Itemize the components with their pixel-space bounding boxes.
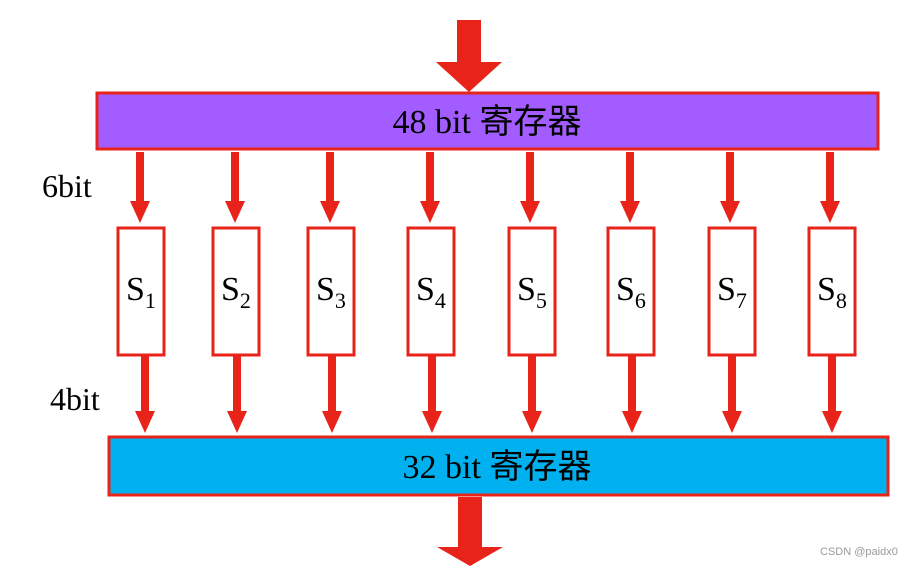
sbox-box (211, 226, 261, 357)
sbox-input-arrow (820, 152, 840, 223)
sbox-label: S6 (616, 271, 646, 313)
input-arrow (436, 20, 502, 92)
sbox-label: S7 (717, 271, 747, 313)
sbox-index: 7 (736, 288, 747, 313)
sbox-box (606, 226, 656, 357)
sbox-4: S4 (406, 226, 456, 357)
sbox-index: 4 (435, 288, 446, 313)
sbox-box (306, 226, 356, 357)
sbox-output-arrow (622, 356, 642, 433)
register-48bit: 48 bit 寄存器 (95, 91, 880, 151)
output-width-label: 4bit (50, 381, 100, 417)
sbox-letter: S (126, 271, 145, 308)
sbox-output-arrow (422, 356, 442, 433)
sbox-7: S7 (707, 226, 757, 357)
watermark: CSDN @paidx0 (820, 546, 898, 558)
sbox-box (507, 226, 557, 357)
register-48bit-label: 48 bit 寄存器 (393, 103, 582, 141)
sbox-5: S5 (507, 226, 557, 357)
sbox-output-arrow (322, 356, 342, 433)
sbox-letter: S (416, 271, 435, 308)
sbox-output-arrow (522, 356, 542, 433)
sbox-label: S8 (817, 271, 847, 313)
sbox-3: S3 (306, 226, 356, 357)
sbox-8: S8 (807, 226, 857, 357)
sbox-input-arrow (225, 152, 245, 223)
sbox-input-arrow (520, 152, 540, 223)
sbox-label: S1 (126, 271, 156, 313)
sbox-index: 6 (635, 288, 646, 313)
sbox-letter: S (316, 271, 335, 308)
sbox-index: 2 (240, 288, 251, 313)
sbox-box (116, 226, 166, 357)
sbox-input-arrow (620, 152, 640, 223)
sbox-index: 1 (145, 288, 156, 313)
sbox-box (807, 226, 857, 357)
sbox-label: S5 (517, 271, 547, 313)
sbox-input-arrow (320, 152, 340, 223)
sbox-input-arrow (130, 152, 150, 223)
sbox-output-arrow (135, 356, 155, 433)
sbox-output-arrow (822, 356, 842, 433)
sbox-2: S2 (211, 226, 261, 357)
sbox-label: S3 (316, 271, 346, 313)
sbox-label: S4 (416, 271, 446, 313)
sbox-letter: S (517, 271, 536, 308)
sbox-input-arrows (130, 152, 840, 223)
sbox-input-arrow (720, 152, 740, 223)
sbox-index: 3 (335, 288, 346, 313)
sbox-output-arrows (135, 356, 842, 433)
sbox-input-arrow (420, 152, 440, 223)
register-32bit-label: 32 bit 寄存器 (403, 448, 592, 486)
sbox-output-arrow (722, 356, 742, 433)
sbox-letter: S (717, 271, 736, 308)
sbox-1: S1 (116, 226, 166, 357)
sbox-6: S6 (606, 226, 656, 357)
sbox-box (707, 226, 757, 357)
input-width-label: 6bit (42, 168, 92, 204)
sbox-output-arrow (227, 356, 247, 433)
sbox-index: 8 (836, 288, 847, 313)
output-arrow (437, 497, 503, 566)
register-32bit: 32 bit 寄存器 (107, 435, 890, 497)
sbox-index: 5 (536, 288, 547, 313)
sbox-letter: S (221, 271, 240, 308)
sbox-letter: S (616, 271, 635, 308)
sbox-box (406, 226, 456, 357)
register-32bit-box (107, 435, 890, 497)
sbox-label: S2 (221, 271, 251, 313)
sbox-letter: S (817, 271, 836, 308)
register-48bit-box (95, 91, 880, 151)
